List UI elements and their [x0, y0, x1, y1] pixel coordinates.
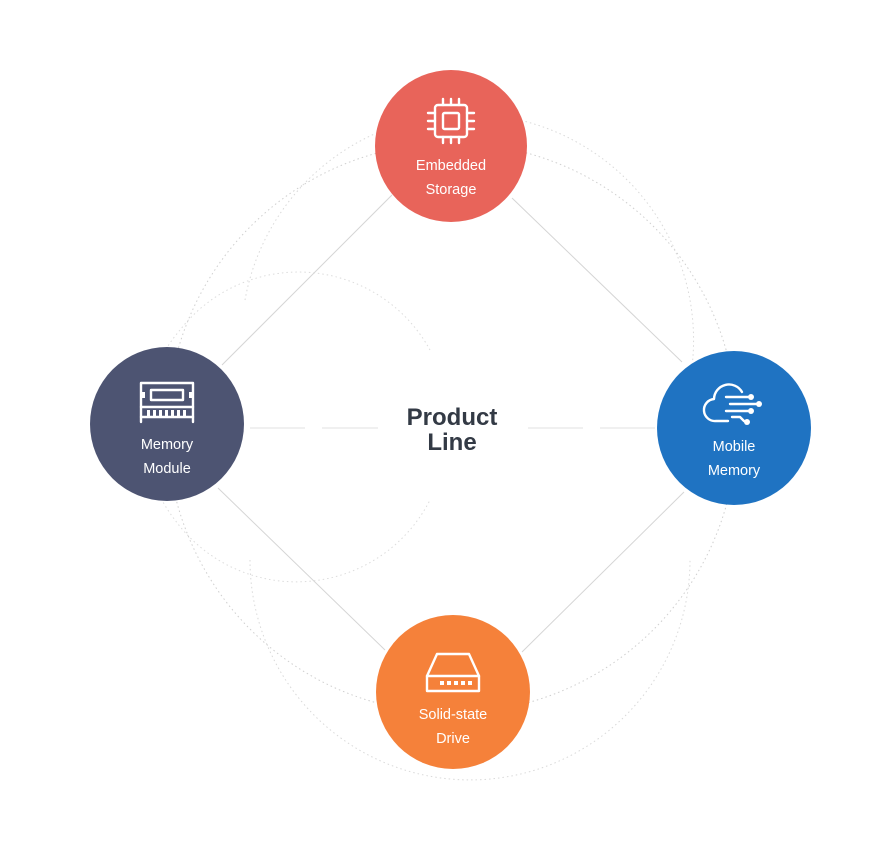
- node-memory-module[interactable]: Memory Module: [90, 347, 244, 501]
- node-ssd-label-line2: Drive: [436, 731, 470, 747]
- node-mobile-label-line1: Mobile: [712, 439, 756, 455]
- node-ssd-label-line1: Solid-state: [418, 707, 488, 723]
- node-mobile-label: Mobile Memory: [708, 435, 760, 483]
- node-mobile-label-line2: Memory: [707, 463, 761, 479]
- center-title-line2: Line: [427, 429, 477, 456]
- node-mobile-memory[interactable]: Mobile Memory: [657, 351, 811, 505]
- node-solid-state-drive[interactable]: Solid-state Drive: [376, 615, 530, 769]
- center-title-line1: Product: [406, 404, 498, 431]
- drive-icon: [425, 652, 481, 693]
- connector-memory-embedded: [221, 194, 393, 366]
- center-title: Product Line: [376, 405, 528, 455]
- node-embedded-storage[interactable]: Embedded Storage: [375, 70, 527, 222]
- ram-module-icon: [139, 381, 195, 424]
- node-embedded-label: Embedded Storage: [416, 154, 486, 202]
- cloud-network-icon: [702, 383, 762, 425]
- node-memory-label-line1: Memory: [140, 437, 194, 453]
- node-ssd-label: Solid-state Drive: [419, 703, 488, 751]
- connector-ssd-memory: [217, 487, 386, 651]
- node-memory-label: Memory Module: [141, 433, 193, 481]
- node-memory-label-line2: Module: [143, 461, 191, 477]
- inner-small-arc: [143, 271, 431, 583]
- connector-embedded-mobile: [511, 197, 683, 363]
- chip-icon: [426, 97, 476, 145]
- node-embedded-label-line2: Storage: [425, 182, 477, 198]
- inner-arc-right: [244, 113, 695, 381]
- node-embedded-label-line1: Embedded: [415, 158, 487, 174]
- connector-mobile-ssd: [521, 491, 685, 653]
